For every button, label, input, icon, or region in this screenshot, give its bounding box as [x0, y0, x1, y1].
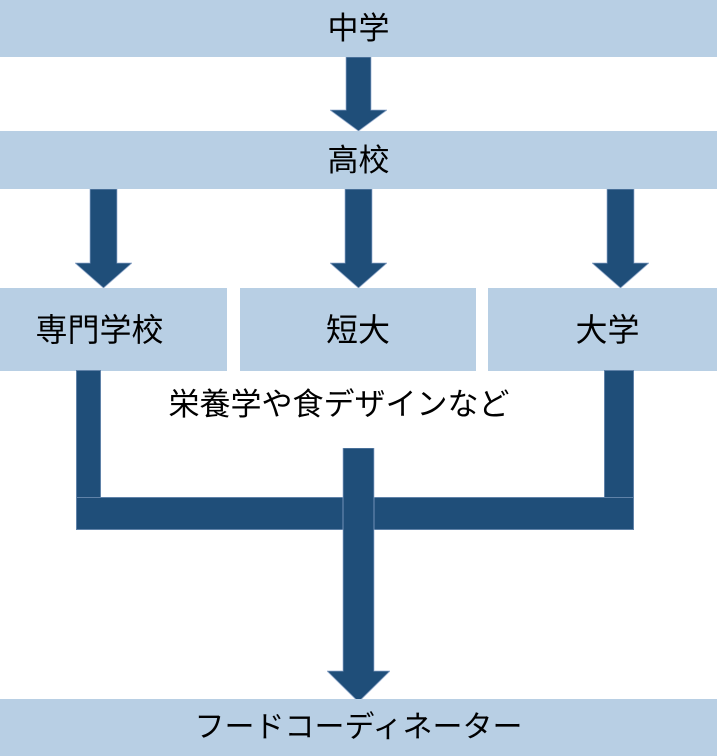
down-arrow-icon: [330, 57, 387, 131]
node-junior-high-label: 中学: [327, 11, 390, 46]
node-food-coordinator: フードコーディネーター: [0, 699, 717, 756]
node-university: 大学: [488, 288, 717, 371]
node-university-label: 大学: [575, 311, 640, 348]
node-high-school-label: 高校: [327, 142, 390, 178]
node-food-coordinator-label: フードコーディネーター: [194, 710, 523, 744]
down-arrow-icon: [592, 189, 649, 288]
node-vocational-school: 専門学校: [0, 288, 227, 371]
annotation-study-fields: 栄養学や食デザインなど: [168, 387, 510, 422]
node-high-school: 高校: [0, 131, 717, 189]
node-vocational-school-label: 専門学校: [35, 311, 164, 348]
node-junior-college: 短大: [240, 288, 476, 371]
node-junior-college-label: 短大: [325, 311, 390, 348]
down-arrow-icon: [330, 189, 387, 288]
down-arrow-icon: [75, 189, 132, 288]
node-junior-high: 中学: [0, 0, 717, 57]
merge-down-arrow-icon: [327, 448, 390, 702]
